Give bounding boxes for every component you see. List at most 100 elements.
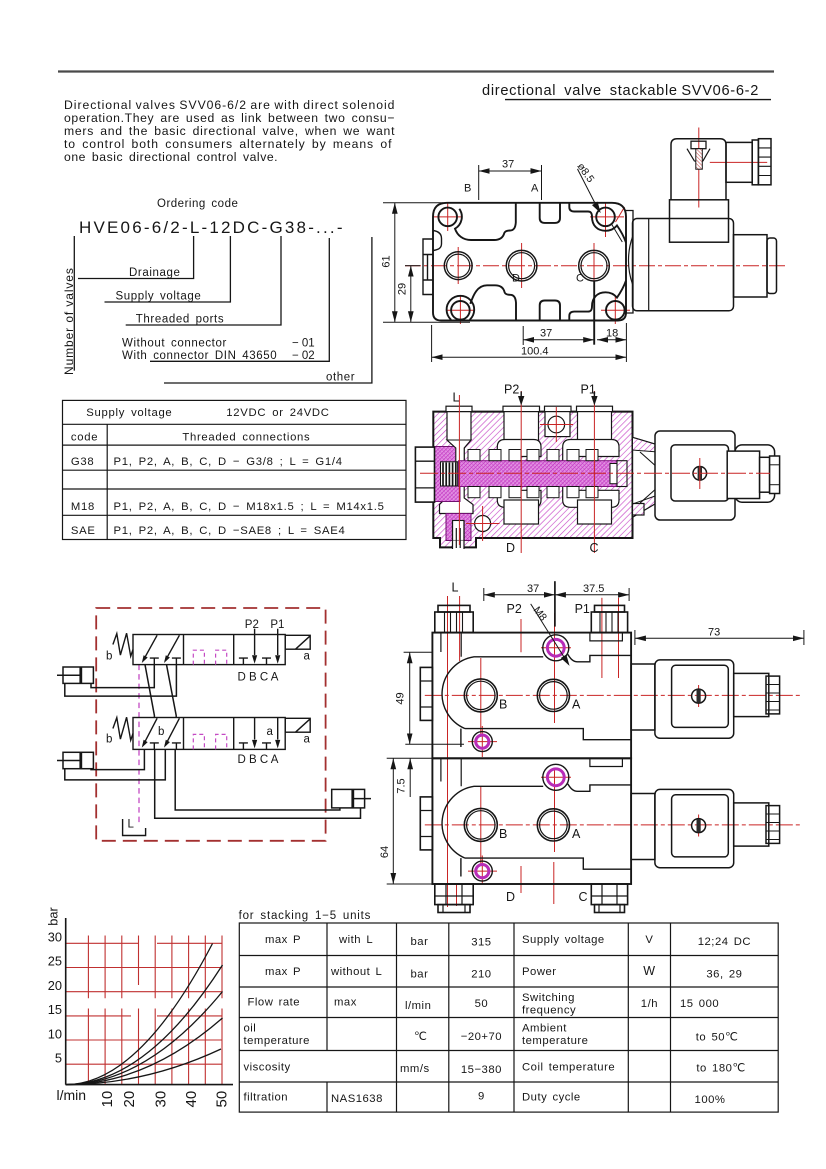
- svg-text:ø8.5: ø8.5: [575, 161, 597, 185]
- svg-text:P2: P2: [504, 383, 519, 397]
- svg-text:B: B: [499, 698, 507, 712]
- svg-text:l/min: l/min: [405, 1000, 431, 1012]
- svg-text:9: 9: [478, 1091, 485, 1103]
- svg-text:mm/s: mm/s: [400, 1063, 430, 1075]
- svg-text:P1: P1: [581, 383, 596, 397]
- svg-text:37: 37: [502, 159, 514, 171]
- svg-text:P2: P2: [245, 619, 259, 631]
- svg-text:NAS1638: NAS1638: [331, 1093, 383, 1105]
- svg-text:b: b: [106, 734, 112, 746]
- svg-text:Power: Power: [522, 966, 557, 978]
- svg-text:10: 10: [48, 1026, 62, 1041]
- svg-text:49: 49: [395, 692, 407, 704]
- svg-text:P1: P1: [575, 602, 590, 616]
- svg-text:P1, P2, A, B, C, D −SAE8 ; L =: P1, P2, A, B, C, D −SAE8 ; L = SAE4: [114, 525, 346, 537]
- svg-text:37: 37: [527, 583, 539, 595]
- svg-text:D: D: [506, 541, 515, 555]
- svg-text:61: 61: [381, 255, 393, 267]
- svg-text:30: 30: [153, 1091, 170, 1108]
- svg-text:Directional valves SVV06-6/2 a: Directional valves SVV06-6/2 are with di…: [64, 98, 395, 112]
- svg-text:B: B: [499, 827, 507, 841]
- svg-text:G38: G38: [71, 456, 94, 468]
- svg-text:210: 210: [471, 969, 491, 981]
- svg-text:C: C: [579, 890, 588, 904]
- svg-text:A: A: [531, 183, 539, 195]
- svg-text:37.5: 37.5: [583, 583, 604, 595]
- svg-text:l/min: l/min: [57, 1087, 87, 1103]
- svg-text:Switching: Switching: [522, 992, 575, 1004]
- svg-text:directional valve stackable SV: directional valve stackable SVV06-6-2: [482, 83, 759, 99]
- svg-text:b: b: [158, 726, 164, 738]
- svg-text:73: 73: [708, 627, 720, 639]
- svg-text:100.4: 100.4: [521, 346, 549, 358]
- svg-text:L: L: [453, 391, 460, 405]
- svg-text:15 000: 15 000: [680, 998, 719, 1010]
- svg-text:C: C: [590, 541, 599, 555]
- svg-text:B: B: [464, 183, 471, 195]
- svg-text:to 180℃: to 180℃: [696, 1063, 745, 1075]
- svg-text:L: L: [452, 581, 459, 595]
- svg-text:36, 29: 36, 29: [706, 969, 742, 981]
- svg-text:℃: ℃: [414, 1031, 427, 1043]
- svg-text:25: 25: [48, 954, 62, 969]
- svg-text:P2: P2: [507, 602, 522, 616]
- svg-text:100%: 100%: [695, 1094, 726, 1106]
- svg-text:P1, P2, A, B, C, D − M18x1.5 ;: P1, P2, A, B, C, D − M18x1.5 ; L = M14x1…: [114, 501, 385, 513]
- svg-text:oil: oil: [244, 1023, 257, 1035]
- svg-text:V: V: [645, 934, 653, 946]
- svg-text:bar: bar: [411, 969, 429, 981]
- svg-text:L: L: [128, 819, 135, 831]
- svg-text:C: C: [576, 273, 584, 285]
- svg-text:max P: max P: [265, 934, 301, 946]
- svg-text:D: D: [506, 890, 515, 904]
- svg-text:37: 37: [540, 328, 552, 340]
- svg-text:max: max: [334, 997, 357, 1009]
- svg-text:P1: P1: [270, 619, 284, 631]
- svg-text:temperature: temperature: [244, 1035, 310, 1047]
- svg-text:Threaded connections: Threaded connections: [182, 432, 310, 444]
- svg-text:30: 30: [48, 930, 62, 945]
- svg-text:Ordering code: Ordering code: [157, 198, 238, 210]
- svg-text:a: a: [267, 726, 274, 738]
- svg-text:D: D: [512, 273, 520, 285]
- svg-text:10: 10: [99, 1091, 116, 1108]
- svg-text:− 01: − 01: [292, 338, 315, 350]
- svg-text:15−380: 15−380: [461, 1064, 502, 1076]
- svg-text:A: A: [572, 827, 581, 841]
- svg-text:without L: without L: [330, 966, 382, 978]
- svg-text:D B C A: D B C A: [238, 672, 279, 684]
- svg-text:one basic directional control: one basic directional control valve.: [64, 150, 278, 164]
- svg-text:a: a: [304, 651, 311, 663]
- svg-text:7.5: 7.5: [396, 778, 408, 793]
- svg-text:to 50℃: to 50℃: [696, 1032, 738, 1044]
- svg-text:Drainage: Drainage: [129, 267, 180, 279]
- svg-text:64: 64: [379, 846, 391, 858]
- svg-text:D B C A: D B C A: [238, 754, 279, 766]
- svg-text:Number of valves: Number of valves: [62, 267, 76, 375]
- svg-text:temperature: temperature: [522, 1035, 588, 1047]
- svg-text:for stacking 1−5 units: for stacking 1−5 units: [239, 910, 372, 922]
- svg-text:with L: with L: [338, 934, 373, 946]
- svg-text:other: other: [326, 372, 355, 384]
- svg-text:A: A: [572, 698, 581, 712]
- svg-text:12VDC or 24VDC: 12VDC or 24VDC: [226, 407, 329, 419]
- svg-text:With connector DIN 43650: With connector DIN 43650: [122, 350, 277, 362]
- svg-text:Without connector: Without connector: [122, 338, 227, 350]
- svg-text:Threaded ports: Threaded ports: [136, 314, 224, 326]
- svg-text:code: code: [71, 432, 98, 444]
- svg-text:viscosity: viscosity: [244, 1062, 291, 1074]
- svg-text:− 02: − 02: [292, 350, 315, 362]
- svg-text:b: b: [106, 651, 112, 663]
- svg-text:40: 40: [183, 1091, 200, 1108]
- svg-text:W: W: [643, 964, 655, 978]
- svg-text:Flow rate: Flow rate: [248, 997, 301, 1009]
- svg-text:18: 18: [606, 328, 618, 340]
- svg-text:5: 5: [55, 1051, 62, 1066]
- svg-text:50: 50: [214, 1091, 231, 1108]
- svg-text:SAE: SAE: [71, 525, 96, 537]
- svg-text:Supply voltage: Supply voltage: [86, 407, 172, 419]
- svg-text:M18: M18: [71, 501, 95, 513]
- svg-text:Supply voltage: Supply voltage: [116, 291, 202, 303]
- svg-text:20: 20: [48, 978, 62, 993]
- svg-text:50: 50: [475, 998, 489, 1010]
